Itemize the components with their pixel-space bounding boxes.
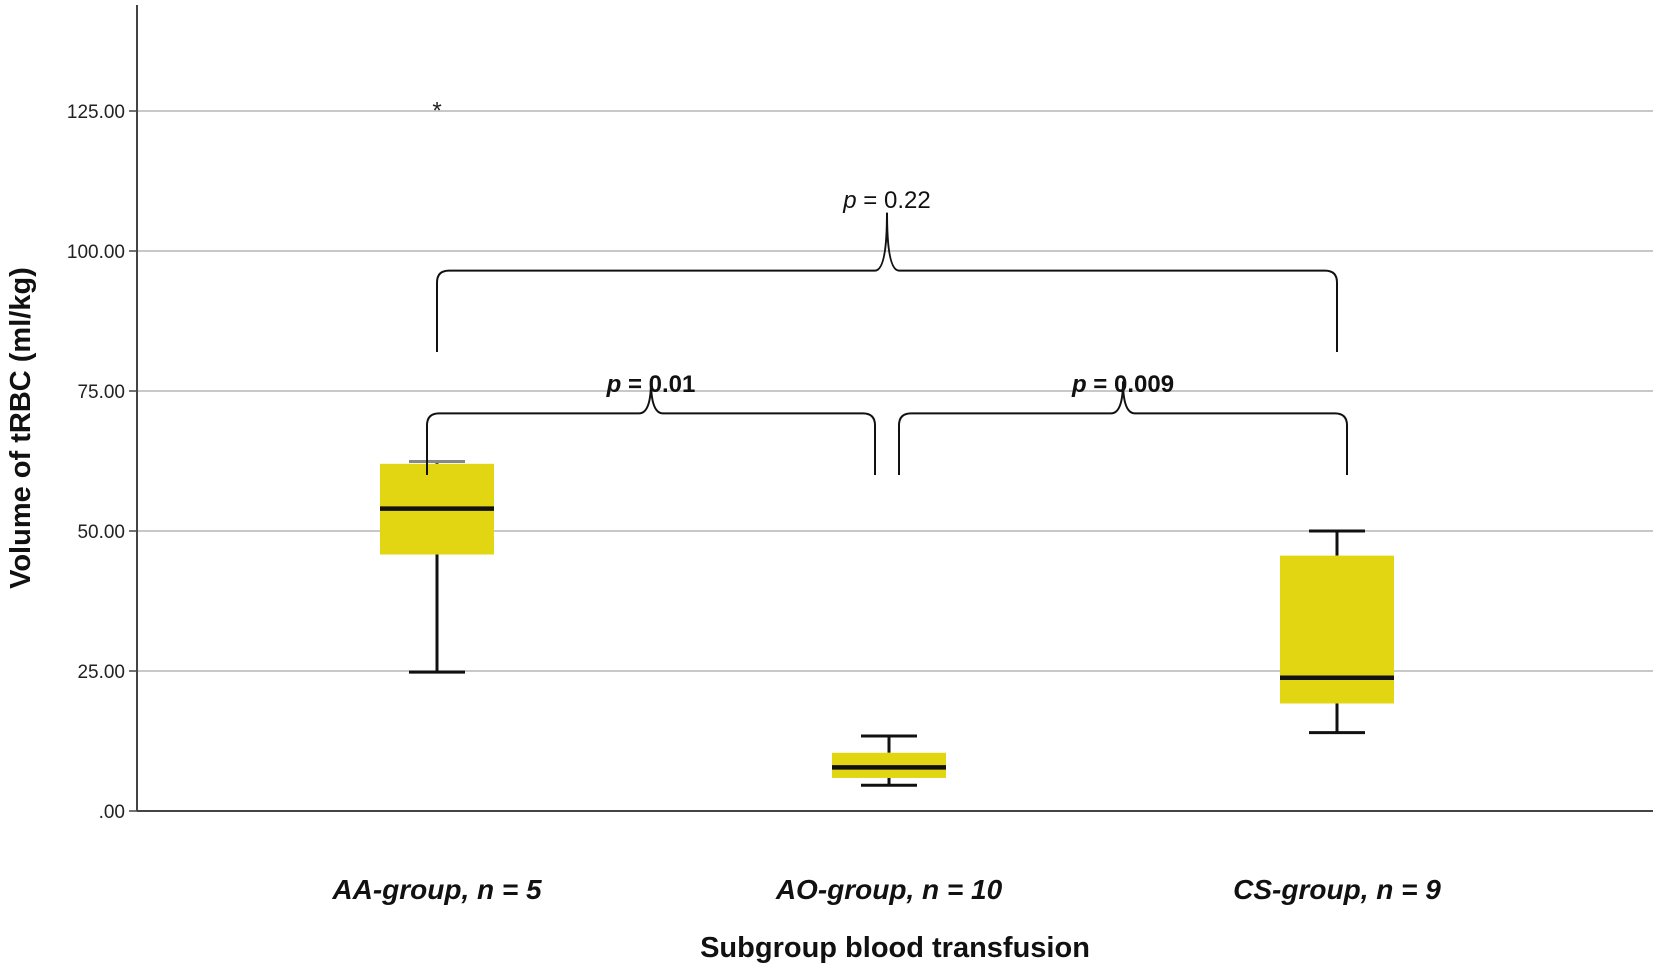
curly-brace	[436, 212, 1338, 352]
category-labels: AA-group, n = 5 AO-group, n = 10 CS-group,…	[331, 874, 1441, 905]
y-tick-labels: .00 25.00 50.00 75.00 100.00 125.00	[67, 102, 125, 823]
boxes: *	[380, 98, 1394, 787]
iqr-box	[1280, 555, 1394, 704]
p-value-label: p = 0.009	[1071, 371, 1174, 398]
x-axis-title: Subgroup blood transfusion	[700, 932, 1090, 964]
annotation-3: p = 0.009	[898, 371, 1348, 475]
p-value-label: p = 0.01	[606, 371, 696, 398]
box-2	[832, 734, 946, 787]
p-value-text: = 0.22	[857, 187, 931, 214]
x-category-label: AA-group, n = 5	[331, 874, 542, 905]
annotation-2: p = 0.01	[426, 371, 876, 475]
axes	[129, 5, 1653, 812]
y-tick-label: 75.00	[77, 382, 125, 403]
y-tick-label: 125.00	[67, 102, 125, 123]
x-category-label: AO-group, n = 10	[775, 874, 1003, 905]
y-tick-label: 100.00	[67, 242, 125, 263]
box-1: *	[380, 98, 494, 674]
p-value-text: = 0.01	[621, 371, 695, 398]
curly-brace	[898, 381, 1348, 475]
x-category-label: CS-group, n = 9	[1233, 874, 1441, 905]
annotation-1: p = 0.22	[436, 187, 1338, 352]
p-symbol: p	[606, 371, 622, 398]
y-tick-label: .00	[99, 802, 125, 823]
curly-brace	[426, 381, 876, 475]
p-value-text: = 0.009	[1087, 371, 1174, 398]
p-symbol: p	[842, 187, 856, 214]
outlier-marker: *	[432, 98, 441, 125]
y-tick-label: 50.00	[77, 522, 125, 543]
p-value-label: p = 0.22	[842, 187, 930, 214]
box-3	[1280, 529, 1394, 735]
y-tick-label: 25.00	[77, 662, 125, 683]
y-axis-title: Volume of tRBC (ml/kg)	[5, 267, 37, 589]
p-symbol: p	[1071, 371, 1087, 398]
